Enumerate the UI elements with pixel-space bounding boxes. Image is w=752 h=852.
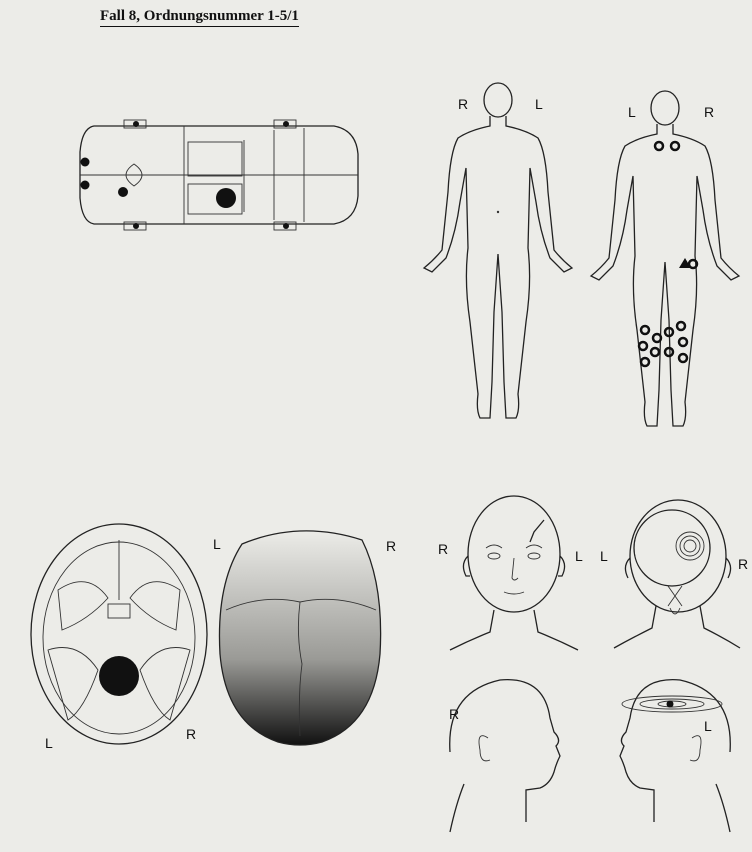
- label-skull-base-R: R: [186, 726, 196, 742]
- head-back-diagram: [612, 496, 742, 656]
- label-skull-top-R: R: [386, 538, 396, 554]
- back-injury-markers: [639, 142, 697, 366]
- body-front-diagram: [420, 82, 575, 427]
- head-side-left-diagram: [600, 672, 740, 842]
- body-back-diagram: [585, 90, 740, 435]
- label-head-side-L: L: [704, 718, 712, 734]
- label-body-front-right: R: [458, 96, 468, 112]
- label-body-back-left: L: [628, 104, 636, 120]
- label-skull-base-L-bottom: L: [45, 735, 53, 751]
- skull-base-diagram: [28, 520, 210, 748]
- skull-top-diagram: [212, 524, 388, 748]
- foramen-magnum-marker: [99, 656, 139, 696]
- label-body-back-right: R: [704, 104, 714, 120]
- label-head-side-R: R: [449, 706, 459, 722]
- label-head-back-L: L: [600, 548, 608, 564]
- label-head-front-R: R: [438, 541, 448, 557]
- label-head-back-R: R: [738, 556, 748, 572]
- head-front-diagram: [450, 484, 580, 654]
- label-body-front-left: L: [535, 96, 543, 112]
- car-top-view-diagram: [74, 112, 364, 238]
- page-title: Fall 8, Ordnungsnummer 1-5/1: [100, 8, 299, 27]
- head-side-right-diagram: [440, 672, 570, 842]
- label-head-front-L: L: [575, 548, 583, 564]
